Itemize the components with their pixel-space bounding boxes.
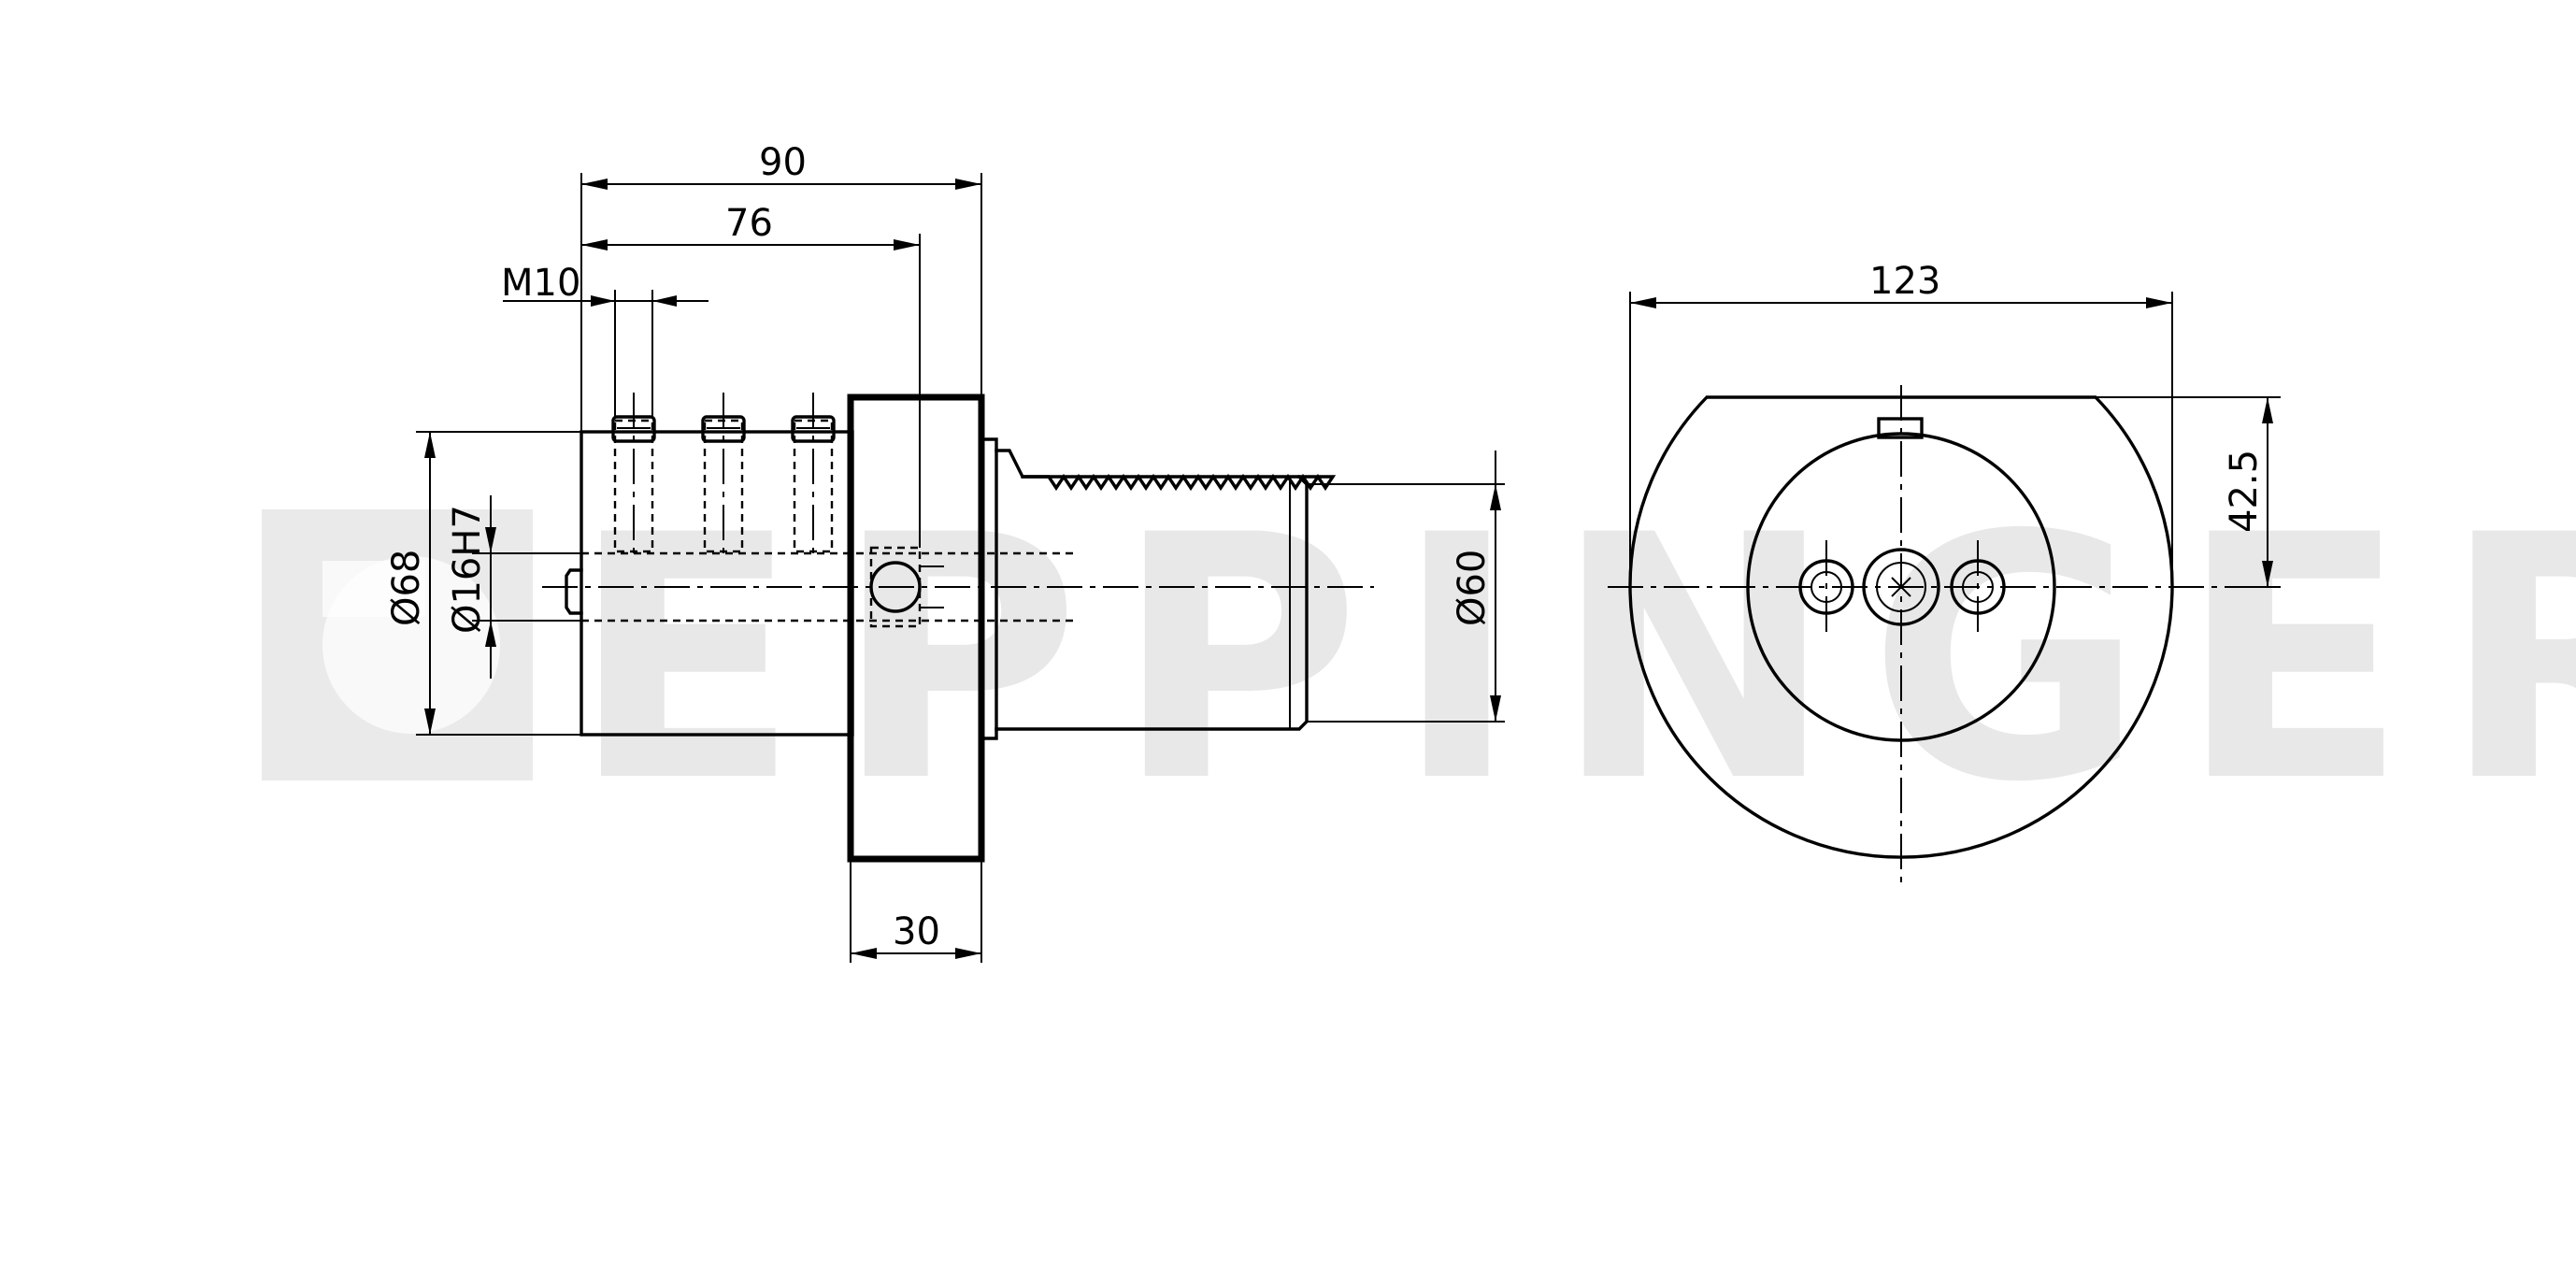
dim-thread: M10 [501, 262, 580, 305]
flange-outline [847, 394, 985, 863]
dim-bore-diameter: Ø16H7 [446, 505, 489, 634]
watermark-text: EPPINGER [570, 464, 2576, 855]
side-view: 90 76 M10 30 Ø68 Ø16H7 Ø60 [385, 141, 1505, 963]
dim-front-width: 123 [1869, 260, 1940, 303]
clamping-screws [611, 393, 836, 561]
dim-shank-diameter: Ø60 [1451, 550, 1494, 626]
dim-overall-length: 90 [759, 141, 807, 184]
front-view: 123 42.5 [1608, 260, 2281, 883]
serration [1021, 473, 1337, 492]
dim-center-height: 42.5 [2223, 450, 2266, 533]
left-nub [565, 568, 583, 615]
dim-length-76: 76 [725, 202, 773, 245]
dim-body-diameter: Ø68 [385, 550, 428, 626]
eppinger-watermark: EPPINGER [262, 464, 2576, 855]
dim-flange-width: 30 [893, 910, 940, 953]
